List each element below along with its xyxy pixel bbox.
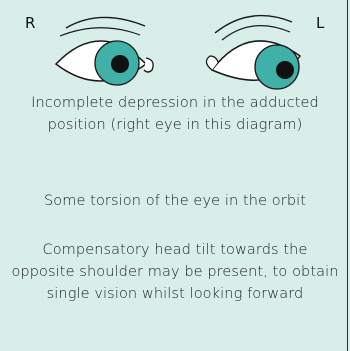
right-eyebrow: [66, 17, 145, 28]
depression-caption: Incomplete depression in the adducted po…: [10, 92, 340, 136]
right-eyelid-crease: [60, 28, 140, 36]
eyes-illustration: [0, 0, 350, 100]
left-pupil: [276, 61, 294, 79]
head-tilt-caption: Compensatory head tilt towards the oppos…: [10, 239, 340, 305]
right-pupil: [111, 55, 129, 73]
right-eye: [56, 17, 153, 85]
left-eye: [206, 16, 300, 89]
torsion-caption: Some torsion of the eye in the orbit: [10, 190, 340, 212]
left-eyebrow: [215, 16, 292, 33]
left-eyelid-crease: [222, 26, 290, 40]
right-caruncle: [144, 58, 153, 72]
